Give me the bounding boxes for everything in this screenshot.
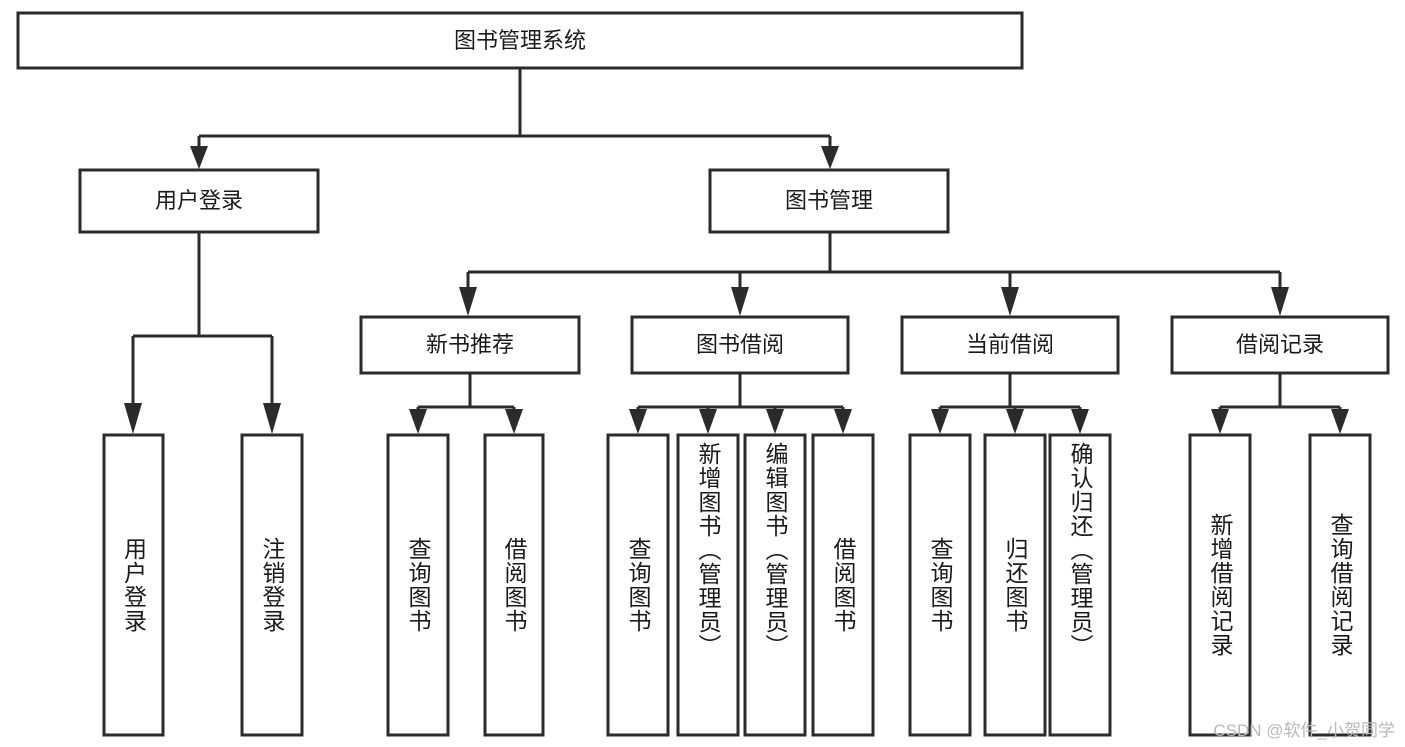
node-leaf-query-record-box: [1308, 433, 1372, 737]
arrow-head-book-borrow: [731, 287, 749, 316]
node-book-manage-box: [708, 168, 950, 234]
node-root-box: [16, 11, 1024, 70]
node-leaf-query-record[interactable]: 查询借阅记录: [1308, 433, 1372, 737]
node-leaf-user-login[interactable]: 用户登录: [102, 433, 165, 737]
node-leaf-add-book-box: [676, 433, 740, 737]
node-leaf-confirm-return-box: [1048, 433, 1112, 737]
node-leaf-query-book-3[interactable]: 查询图书: [908, 433, 972, 737]
node-book-manage[interactable]: 图书管理: [708, 168, 950, 234]
node-leaf-edit-book[interactable]: 编辑图书（管理员）: [743, 433, 807, 737]
connector-group-new-book-rec: [409, 373, 523, 434]
arrow-head-leaf-user-login: [124, 403, 142, 434]
arrow-head-leaf-borrow-book-2: [834, 409, 852, 434]
arrow-head-leaf-confirm-return: [1071, 409, 1089, 434]
node-book-manage-label: 图书管理: [785, 188, 873, 213]
node-leaf-borrow-book-1[interactable]: 借阅图书: [483, 433, 545, 737]
node-user-login-box: [78, 168, 320, 234]
node-leaf-confirm-return-label: 确认归还（管理员）: [1067, 442, 1093, 658]
node-book-borrow-label: 图书借阅: [696, 332, 784, 357]
node-leaf-borrow-book-1-box: [483, 433, 545, 737]
node-leaf-query-book-2-label: 查询图书: [625, 537, 651, 633]
arrow-head-leaf-edit-book: [766, 409, 784, 434]
arrow-head-leaf-add-record: [1211, 409, 1229, 434]
node-leaf-edit-book-label: 编辑图书（管理员）: [762, 442, 788, 658]
node-borrow-record[interactable]: 借阅记录: [1170, 315, 1390, 375]
node-leaf-query-book-2-box: [606, 433, 670, 737]
node-leaf-confirm-return[interactable]: 确认归还（管理员）: [1048, 433, 1112, 737]
arrow-head-leaf-add-book: [699, 409, 717, 434]
arrow-head-user-login: [190, 146, 208, 169]
node-leaf-add-record[interactable]: 新增借阅记录: [1188, 433, 1252, 737]
node-leaf-query-book-3-box: [908, 433, 972, 737]
node-book-borrow[interactable]: 图书借阅: [630, 315, 850, 375]
leaf-node-group: 用户登录 注销登录 查询图书 借阅图书: [102, 433, 1372, 737]
node-leaf-add-book[interactable]: 新增图书（管理员）: [676, 433, 740, 737]
node-leaf-add-record-label: 新增借阅记录: [1207, 513, 1233, 657]
node-current-borrow-box: [900, 315, 1120, 375]
node-current-borrow[interactable]: 当前借阅: [900, 315, 1120, 375]
arrow-head-book-manage: [821, 146, 839, 169]
node-new-book-rec-label: 新书推荐: [426, 332, 514, 357]
arrow-head-leaf-borrow-book-1: [505, 409, 523, 434]
node-book-borrow-box: [630, 315, 850, 375]
node-leaf-add-book-label: 新增图书（管理员）: [695, 442, 721, 658]
node-leaf-add-record-box: [1188, 433, 1252, 737]
connector-group-user-login: [124, 232, 281, 434]
node-leaf-borrow-book-1-label: 借阅图书: [501, 537, 527, 633]
arrow-head-new-book-rec: [459, 287, 477, 316]
node-leaf-query-book-1-label: 查询图书: [405, 537, 431, 633]
connector-group-current-borrow: [931, 373, 1089, 434]
node-new-book-rec[interactable]: 新书推荐: [359, 315, 581, 375]
node-root-label: 图书管理系统: [454, 28, 586, 53]
node-leaf-user-login-box: [102, 433, 165, 737]
node-leaf-query-book-1[interactable]: 查询图书: [386, 433, 450, 737]
node-borrow-record-box: [1170, 315, 1390, 375]
connector-group-root: [190, 68, 839, 169]
arrow-head-leaf-query-book-3: [931, 409, 949, 434]
node-user-login[interactable]: 用户登录: [78, 168, 320, 234]
node-leaf-query-book-1-box: [386, 433, 450, 737]
node-leaf-edit-book-box: [743, 433, 807, 737]
node-leaf-query-book-3-label: 查询图书: [927, 537, 953, 633]
arrow-head-leaf-query-book-1: [409, 409, 427, 434]
node-current-borrow-label: 当前借阅: [966, 332, 1054, 357]
node-leaf-logout[interactable]: 注销登录: [240, 433, 304, 737]
node-borrow-record-label: 借阅记录: [1236, 332, 1324, 357]
node-leaf-borrow-book-2-box: [811, 433, 875, 737]
node-leaf-return-book-label: 归还图书: [1002, 537, 1028, 633]
arrow-head-leaf-logout: [263, 403, 281, 434]
connector-group-borrow-record: [1211, 373, 1349, 434]
node-leaf-borrow-book-2-label: 借阅图书: [830, 537, 856, 633]
node-new-book-rec-box: [359, 315, 581, 375]
node-user-login-label: 用户登录: [155, 188, 243, 213]
node-leaf-logout-box: [240, 433, 304, 737]
node-leaf-logout-label: 注销登录: [259, 537, 285, 633]
node-leaf-query-record-label: 查询借阅记录: [1327, 513, 1353, 657]
arrow-head-leaf-query-record: [1331, 409, 1349, 434]
node-root[interactable]: 图书管理系统: [16, 11, 1024, 70]
node-leaf-query-book-2[interactable]: 查询图书: [606, 433, 670, 737]
node-leaf-borrow-book-2[interactable]: 借阅图书: [811, 433, 875, 737]
connector-group-book-manage: [459, 232, 1289, 316]
arrow-head-current-borrow: [1001, 287, 1019, 316]
node-leaf-user-login-label: 用户登录: [120, 537, 147, 633]
arrow-head-leaf-return-book: [1006, 409, 1024, 434]
node-leaf-return-book-box: [983, 433, 1047, 737]
node-leaf-return-book[interactable]: 归还图书: [983, 433, 1047, 737]
arrow-head-leaf-query-book-2: [629, 409, 647, 434]
arrow-head-borrow-record: [1271, 287, 1289, 316]
connector-group-book-borrow: [629, 373, 852, 434]
